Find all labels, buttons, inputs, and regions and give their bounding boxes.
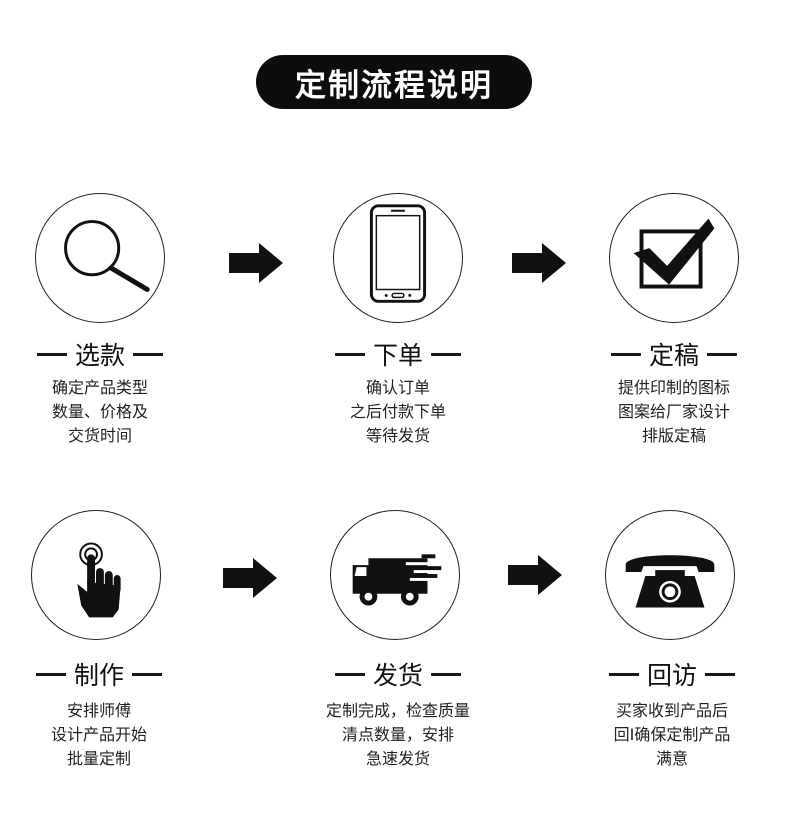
step-produce-circle [31,510,161,640]
step-select-title: 选款 [0,336,200,372]
step-produce-title: 制作 [0,656,199,692]
arrow-right-icon [512,243,566,283]
step-produce-desc: 安排师傅设计产品开始批量定制 [50,701,147,768]
step-select-circle [35,193,165,323]
step-ship-desc: 定制完成，检查质量清点数量，安排急速发货 [325,701,470,768]
step-ship-circle [330,510,460,640]
arrow-right-icon [223,558,277,598]
page-title: 定制流程说明 [295,67,493,104]
delivery-truck-icon [352,554,442,606]
step-followup-circle [605,510,735,640]
step-order-circle [333,193,463,323]
step-finalize-desc: 提供印制的图标图案给厂家设计排版定稿 [617,378,730,445]
telephone-icon [625,555,715,608]
step-finalize-title: 定稿 [574,336,774,372]
arrow-right-icon [508,555,562,595]
step-ship-title: 发货 [298,656,498,692]
step-select-desc: 确定产品类型数量、价格及交货时间 [51,378,148,445]
checkbox-check-icon [633,218,715,289]
arrow-right-icon [229,243,283,283]
hand-tap-icon [77,542,121,618]
step-order-title: 下单 [298,336,498,372]
smartphone-icon [369,204,427,303]
page-title-banner: 定制流程说明 [256,55,532,109]
step-finalize-circle [609,193,739,323]
magnifier-icon [64,220,150,292]
step-followup-desc: 买家收到产品后回I确保定制产品满意 [613,701,731,768]
step-order-desc: 确认订单之后付款下单等待发货 [349,378,446,445]
step-followup-title: 回访 [572,656,772,692]
